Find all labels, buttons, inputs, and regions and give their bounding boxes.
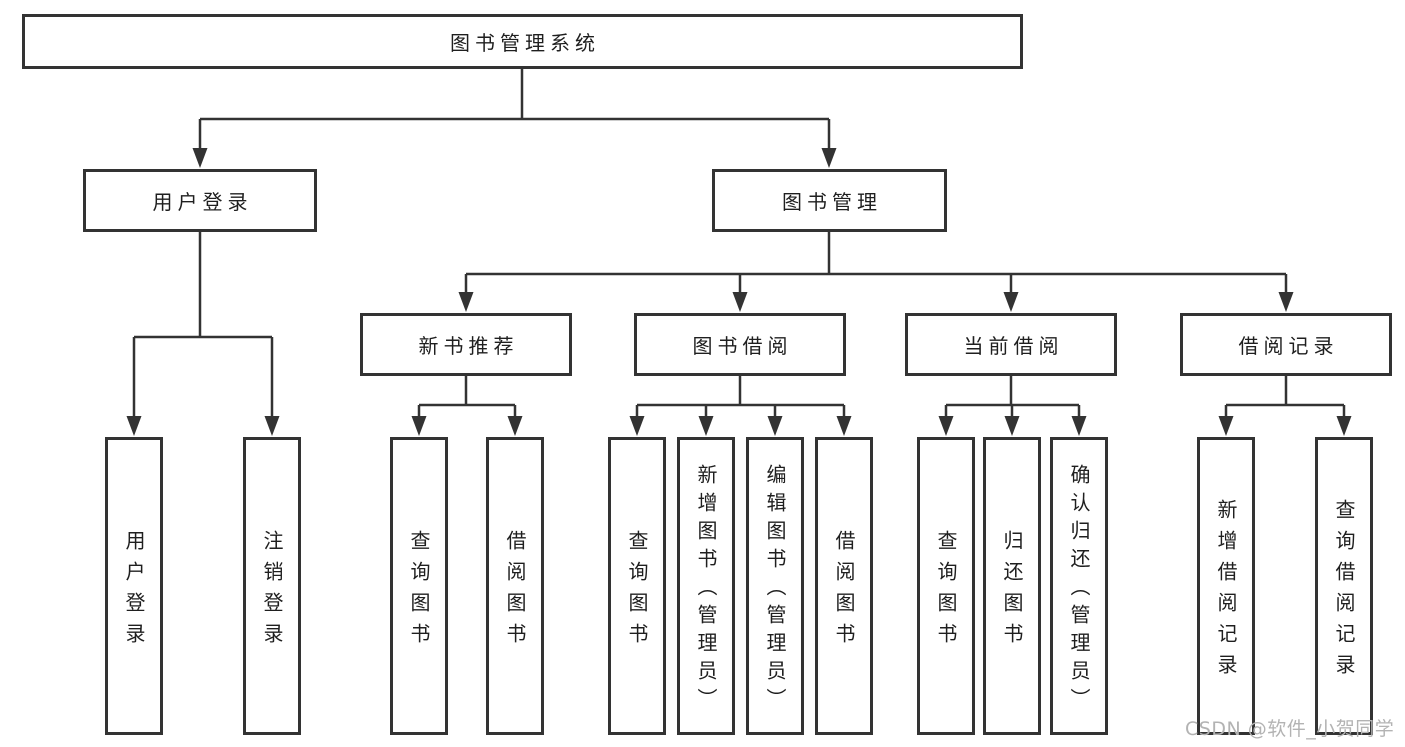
leaf-current-confirm-return-admin-label: 确认归还（管理员） — [1067, 464, 1091, 716]
leaf-borrowing-add-books-admin-label: 新增图书（管理员） — [694, 464, 718, 716]
node-user-login: 用户登录 — [83, 169, 317, 232]
leaf-current-query-books: 查询图书 — [917, 437, 975, 735]
leaf-user-login-label: 用户登录 — [122, 529, 146, 654]
leaf-borrowing-edit-books-admin: 编辑图书（管理员） — [746, 437, 804, 735]
leaf-logout: 注销登录 — [243, 437, 301, 735]
node-current-borrowing-label: 当前借阅 — [963, 334, 1064, 358]
node-root: 图书管理系统 — [22, 14, 1023, 69]
node-book-management-label: 图书管理 — [782, 190, 882, 214]
node-book-management: 图书管理 — [712, 169, 947, 232]
node-new-book-recommend-label: 新书推荐 — [418, 334, 519, 358]
node-borrowing-records-label: 借阅记录 — [1238, 334, 1339, 358]
leaf-borrowing-query-books-label: 查询图书 — [625, 529, 649, 654]
leaf-recommend-query-books: 查询图书 — [390, 437, 448, 735]
node-borrowing-records: 借阅记录 — [1180, 313, 1392, 376]
node-book-borrowing-label: 图书借阅 — [692, 334, 793, 358]
leaf-user-login: 用户登录 — [105, 437, 163, 735]
leaf-logout-label: 注销登录 — [260, 529, 284, 654]
leaf-recommend-borrow-books: 借阅图书 — [486, 437, 544, 735]
leaf-recommend-borrow-books-label: 借阅图书 — [503, 529, 527, 654]
watermark: CSDN @软件_小贺同学 — [1185, 718, 1395, 740]
node-new-book-recommend: 新书推荐 — [360, 313, 572, 376]
leaf-borrowing-query-books: 查询图书 — [608, 437, 666, 735]
node-book-borrowing: 图书借阅 — [634, 313, 846, 376]
leaf-records-query-record-label: 查询借阅记录 — [1332, 498, 1356, 685]
node-root-label: 图书管理系统 — [450, 31, 600, 55]
leaf-records-query-record: 查询借阅记录 — [1315, 437, 1373, 735]
leaf-borrowing-borrow-books-label: 借阅图书 — [832, 529, 856, 654]
leaf-records-add-record: 新增借阅记录 — [1197, 437, 1255, 735]
leaf-current-return-books-label: 归还图书 — [1000, 529, 1024, 654]
leaf-borrowing-edit-books-admin-label: 编辑图书（管理员） — [763, 464, 787, 716]
leaf-current-return-books: 归还图书 — [983, 437, 1041, 735]
node-current-borrowing: 当前借阅 — [905, 313, 1117, 376]
node-user-login-label: 用户登录 — [152, 190, 253, 214]
leaf-current-confirm-return-admin: 确认归还（管理员） — [1050, 437, 1108, 735]
leaf-borrowing-add-books-admin: 新增图书（管理员） — [677, 437, 735, 735]
leaf-records-add-record-label: 新增借阅记录 — [1214, 498, 1238, 685]
leaf-borrowing-borrow-books: 借阅图书 — [815, 437, 873, 735]
leaf-recommend-query-books-label: 查询图书 — [407, 529, 431, 654]
leaf-current-query-books-label: 查询图书 — [934, 529, 958, 654]
